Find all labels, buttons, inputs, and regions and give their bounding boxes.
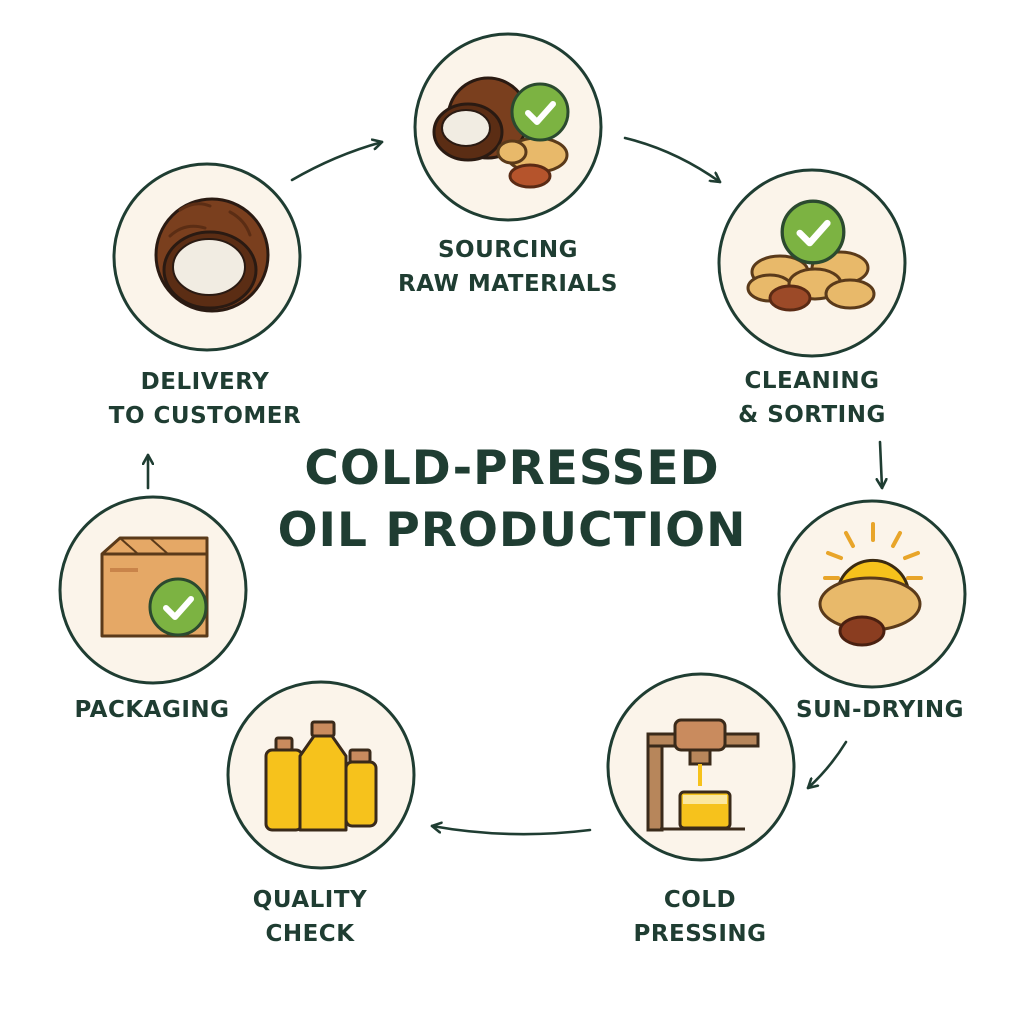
step-delivery [112,162,302,352]
label-line-1: SUN-DRYING [796,697,964,723]
sun-peanuts-icon [818,522,923,647]
label-line-1: DELIVERY [140,369,270,395]
label-line-2: CHECK [265,921,355,947]
peanuts-check-icon [746,201,876,312]
label-line-2: RAW MATERIALS [398,271,618,297]
label-cold-pressing: COLD PRESSING [600,883,800,951]
label-line-1: SOURCING [437,237,579,263]
label-line-1: PACKAGING [74,697,230,723]
step-sun-drying [777,499,967,689]
arrow-cleaning-to-drying [880,440,882,490]
arrow-delivery-to-sourcing [290,142,384,182]
label-packaging: PACKAGING [52,693,252,727]
arrow-pressing-to-quality [430,826,592,836]
step-sourcing [413,32,603,222]
step-packaging [58,495,248,685]
label-quality-check: QUALITY CHECK [210,883,410,951]
diagram-title: COLD-PRESSED OIL PRODUCTION [262,438,762,562]
box-check-icon [100,536,209,638]
label-line-2: TO CUSTOMER [108,403,302,429]
oil-press-icon [646,718,760,832]
label-sun-drying: SUN-DRYING [780,693,980,727]
flow-arrows [148,136,882,836]
label-delivery: DELIVERY TO CUSTOMER [95,365,315,433]
label-line-1: CLEANING [744,368,880,394]
label-cleaning: CLEANING & SORTING [712,364,912,432]
label-sourcing: SOURCING RAW MATERIALS [378,233,638,301]
label-line-2: & SORTING [738,402,886,428]
coconut-peanut-check-icon [432,76,568,189]
label-line-2: PRESSING [633,921,767,947]
step-quality-check [226,680,416,870]
arrow-sourcing-to-cleaning [623,136,722,184]
title-line-1: COLD-PRESSED [304,441,720,496]
step-cold-pressing [606,672,796,862]
coconut-icon [154,197,270,313]
label-line-1: QUALITY [252,887,368,913]
oil-bottles-icon [264,720,378,832]
title-line-2: OIL PRODUCTION [277,503,747,558]
step-cleaning [717,168,907,358]
arrow-drying-to-pressing [806,740,848,790]
label-line-1: COLD [663,887,737,913]
